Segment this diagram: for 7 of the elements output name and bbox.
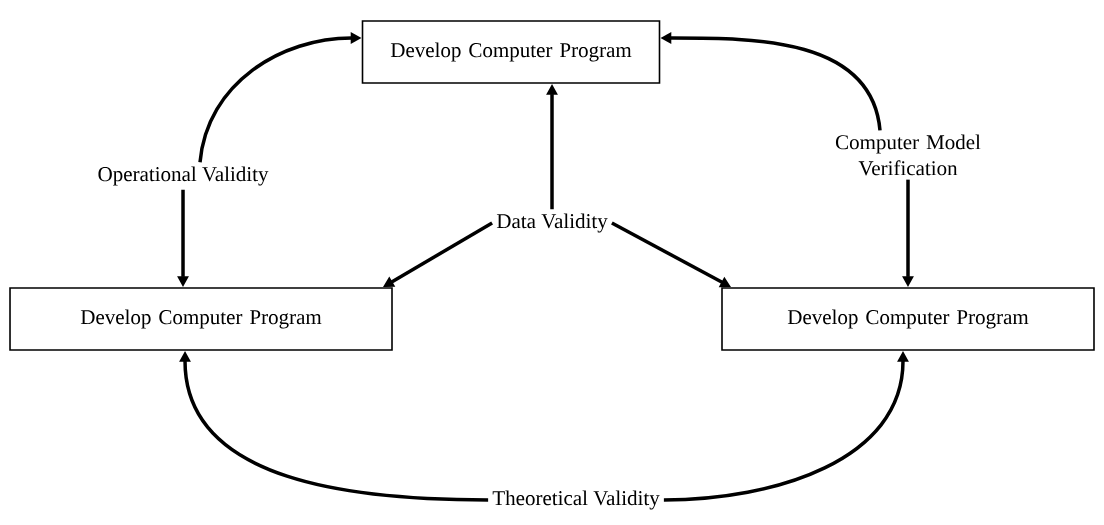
- validity-label: Theoretical Validity: [492, 490, 660, 510]
- validity-label: Computer Model Verification: [835, 134, 981, 176]
- process-box: Develop Computer Program: [9, 287, 393, 351]
- validity-label: Data Validity: [496, 213, 608, 233]
- process-box: Develop Computer Program: [721, 287, 1095, 351]
- process-box: Develop Computer Program: [361, 20, 661, 84]
- validity-label: Operational Validity: [98, 166, 269, 186]
